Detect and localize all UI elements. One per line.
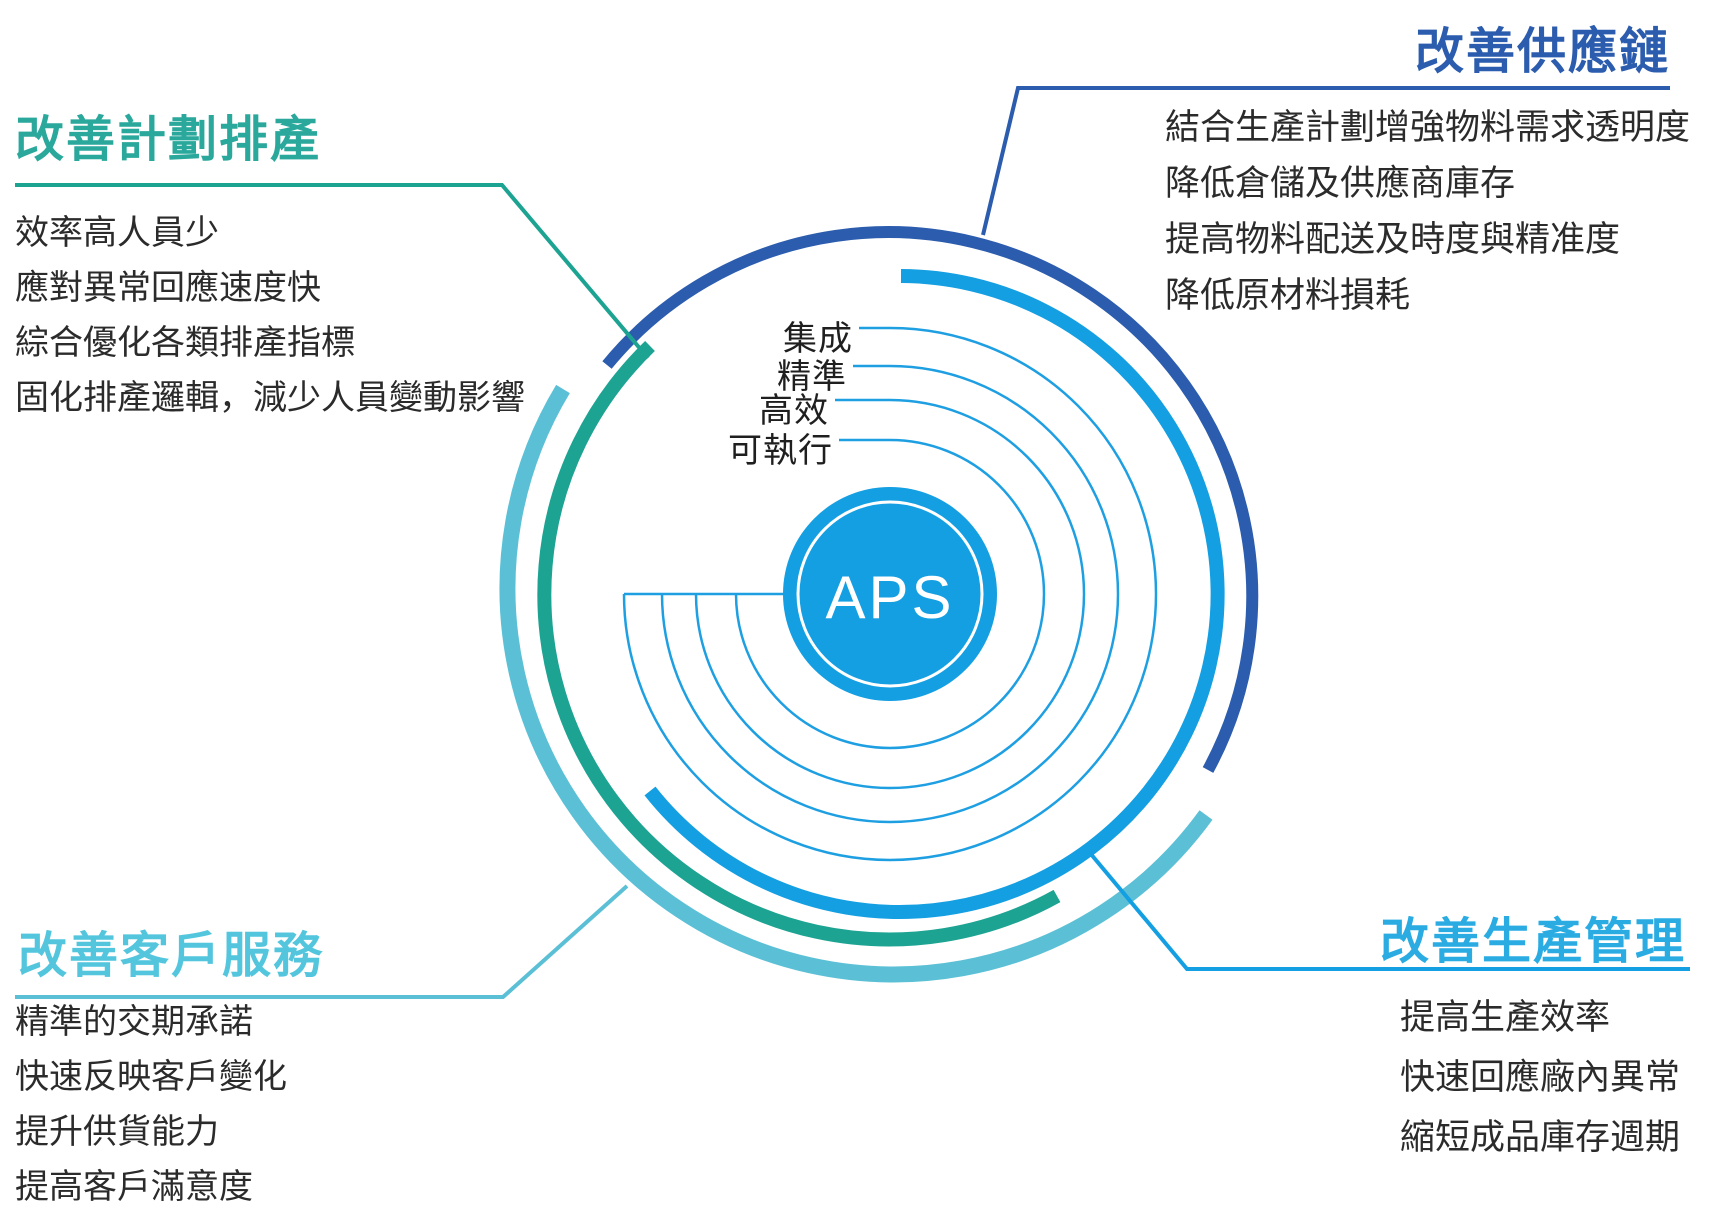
customer-arc — [499, 384, 1213, 983]
production-connector — [1088, 851, 1690, 971]
customer-title: 改善客戶服務 — [18, 929, 325, 983]
supply-chain-items: 結合生產計劃增強物料需求透明度 降低倉儲及供應商庫存 提高物料配送及時度與精准度… — [1165, 100, 1690, 324]
ring-arc-3 — [660, 364, 1120, 824]
planning-arc — [537, 340, 1061, 947]
list-item: 提高物料配送及時度與精准度 — [1165, 220, 1621, 259]
list-item: 縮短成品庫存週期 — [1400, 1118, 1681, 1157]
aps-hub-label: APS — [825, 564, 955, 631]
supply-chain-arc — [602, 226, 1259, 773]
ring-label-integration: 集成 — [783, 320, 853, 358]
aps-hub-inner-ring — [796, 500, 984, 688]
list-item: 提高客戶滿意度 — [15, 1168, 253, 1206]
list-item: 固化排產邏輯，減少人員變動影響 — [15, 379, 525, 417]
list-item: 效率高人員少 — [15, 214, 219, 252]
list-item: 綜合優化各類排產指標 — [15, 324, 355, 362]
planning-items: 效率高人員少 應對異常回應速度快 綜合優化各類排產指標 固化排產邏輯，減少人員變… — [15, 206, 525, 426]
ring-arc-2 — [694, 398, 1086, 790]
ring-arc-outer — [622, 326, 1158, 862]
customer-items: 精準的交期承諾 快速反映客戶變化 提升供貨能力 提高客戶滿意度 — [15, 995, 287, 1215]
planning-title: 改善計劃排產 — [15, 113, 322, 167]
production-arc — [644, 269, 1225, 919]
list-item: 快速回應廠內異常 — [1400, 1058, 1681, 1097]
list-item: 快速反映客戶變化 — [15, 1058, 287, 1096]
ring-label-precision: 精準 — [777, 358, 847, 396]
ring-arc-inner — [734, 438, 1046, 750]
list-item: 結合生產計劃增強物料需求透明度 — [1165, 108, 1691, 147]
list-item: 提升供貨能力 — [15, 1113, 219, 1151]
list-item: 應對異常回應速度快 — [15, 269, 321, 307]
supply-chain-title: 改善供應鏈 — [1414, 25, 1670, 79]
spiral-rings-group — [622, 326, 1158, 862]
customer-connector — [15, 884, 629, 999]
production-title: 改善生產管理 — [1379, 915, 1686, 969]
production-items: 提高生產效率 快速回應廠內異常 縮短成品庫存週期 — [1400, 988, 1680, 1168]
list-item: 精準的交期承諾 — [15, 1003, 253, 1041]
list-item: 降低倉儲及供應商庫存 — [1165, 164, 1516, 203]
ring-label-efficiency: 高效 — [759, 392, 829, 430]
supply-chain-connector — [981, 86, 1670, 236]
ring-label-executable: 可執行 — [728, 432, 833, 470]
planning-connector — [15, 183, 650, 360]
list-item: 降低原材料損耗 — [1165, 276, 1411, 315]
aps-hub-circle — [783, 487, 997, 701]
list-item: 提高生產效率 — [1400, 998, 1611, 1037]
